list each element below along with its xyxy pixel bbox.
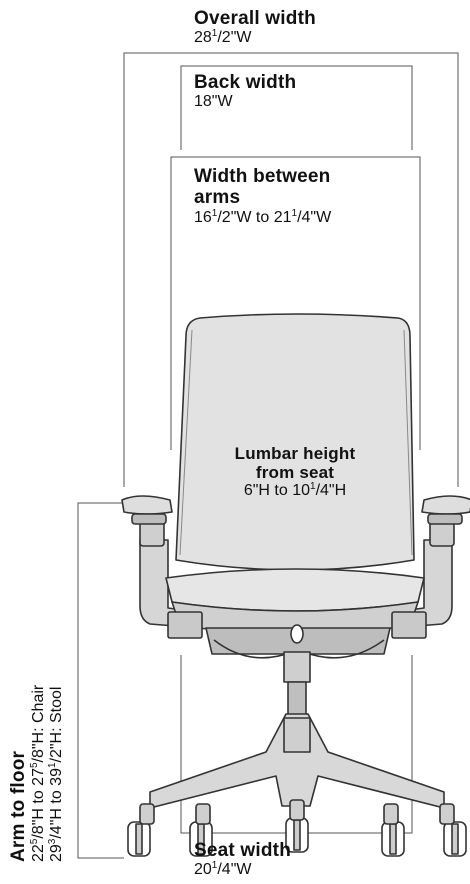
lumbar-height-label: Lumbar height from seat 6"H to 101/4"H [206,444,384,500]
overall-width-title: Overall width [194,8,316,29]
chair-illustration [121,313,470,857]
arm-to-floor-title: Arm to floor [8,750,29,862]
chair-seat [165,568,425,612]
back-width-title: Back width [194,72,297,93]
overall-width-label: Overall width 281/2"W [194,8,316,47]
casters [127,799,467,857]
chair-back [175,313,415,571]
arm-to-floor-stool: 293/4"H to 391/2"H: Stool [47,686,65,862]
arms-width-line [170,156,421,450]
chair-base [149,713,445,809]
back-width-value: 18"W [194,93,233,111]
left-arm-pad [121,495,173,515]
overall-width-value: 281/2"W [194,28,252,47]
arm-to-floor-label: Arm to floor 225/8"H to 275/8"H: Chair 2… [8,612,66,862]
arms-width-title-2: arms [194,187,241,209]
seat-width-value: 201/4"W [194,860,252,879]
arms-width-value: 161/2"W to 211/4"W [194,207,332,226]
arm-to-floor-line [77,502,124,859]
overall-width-line [123,52,459,487]
arm-to-floor-chair: 225/8"H to 275/8"H: Chair [29,684,47,862]
width-between-arms-label: Width between arms 161/2"W to 211/4"W [194,166,331,226]
lumbar-title-1: Lumbar height [234,444,356,463]
back-width-label: Back width 18"W [194,72,296,111]
lumbar-title-2: from seat [255,463,335,483]
lumbar-value: 6"H to 101/4"H [243,481,347,500]
back-width-line [180,65,413,150]
seat-width-title: Seat width [194,840,292,861]
arms-width-title-1: Width between [194,166,331,187]
right-arm-pad [421,495,470,515]
seat-width-label: Seat width 201/4"W [194,840,291,879]
